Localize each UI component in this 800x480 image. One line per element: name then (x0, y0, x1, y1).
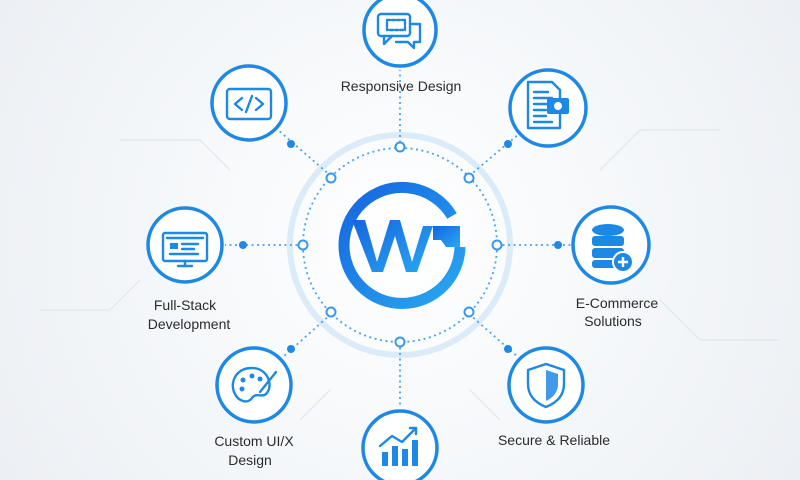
node-full-stack[interactable]: Full-Stack Development (146, 206, 231, 332)
monitor-icon (161, 231, 209, 268)
shield-icon (526, 362, 566, 409)
node-label-line1: E-Commerce (576, 295, 659, 311)
node-ecommerce[interactable]: E-Commerce Solutions (571, 205, 659, 329)
wg-logo (338, 181, 466, 309)
node-custom-uix[interactable]: Custom UI/X Design (214, 346, 294, 468)
node-responsive-design[interactable]: Responsive Design (341, 0, 462, 94)
node-label-line1: Custom UI/X (214, 433, 294, 449)
bar-chart-icon (378, 426, 418, 466)
node-secure[interactable]: Secure & Reliable (498, 346, 610, 448)
background-circuit (40, 129, 780, 421)
node-label-line2: Solutions (584, 313, 642, 329)
node-label-line2: Design (228, 452, 272, 468)
chat-bubbles-icon (376, 12, 422, 50)
ring-nodes (297, 141, 503, 348)
node-label: Secure & Reliable (498, 432, 610, 448)
node-label-line2: Development (148, 316, 231, 332)
spoke-end-dots (239, 140, 562, 353)
palette-icon (231, 366, 278, 403)
node-label: Responsive Design (341, 78, 462, 94)
database-plus-icon (592, 224, 634, 273)
node-analytics[interactable] (361, 409, 439, 480)
code-icon (225, 87, 273, 121)
node-code[interactable] (210, 64, 288, 142)
invoice-money-icon (526, 80, 569, 130)
node-invoice[interactable] (508, 68, 588, 148)
node-label-line1: Full-Stack (154, 297, 217, 313)
